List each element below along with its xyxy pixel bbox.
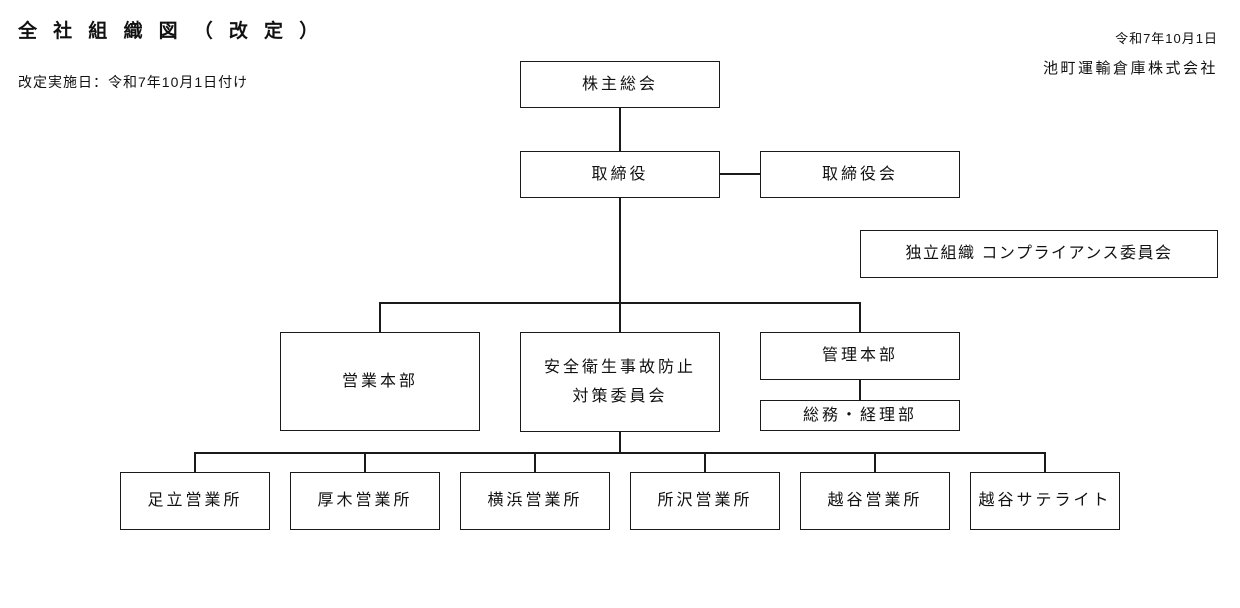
connector-to-office-1 (194, 452, 196, 472)
connector-to-office-6 (1044, 452, 1046, 472)
org-node-admin-division: 管理本部 (760, 332, 960, 380)
org-node-board-of-directors: 取締役会 (760, 151, 960, 198)
safety-committee-line1: 安全衛生事故防止 (543, 358, 696, 376)
org-node-office-tokorozawa: 所沢営業所 (630, 472, 780, 530)
connector-offices-branch (194, 452, 1046, 454)
connector-to-sales-division (379, 302, 381, 332)
org-node-directors: 取締役 (520, 151, 720, 198)
connector-to-office-2 (364, 452, 366, 472)
connector-division-branch (380, 302, 861, 304)
company-name: 池町運輸倉庫株式会社 (1042, 60, 1218, 77)
effective-date: 令和7年10月1日 (1115, 31, 1218, 46)
org-node-general-affairs-accounting: 総務・経理部 (760, 400, 960, 431)
org-node-office-koshigaya-satellite: 越谷サテライト (970, 472, 1120, 530)
connector-directors-down (619, 198, 621, 332)
safety-committee-label: 安全衛生事故防止 対策委員会 (544, 358, 696, 406)
connector-shareholders-directors (619, 108, 621, 151)
org-node-safety-committee: 安全衛生事故防止 対策委員会 (520, 332, 720, 432)
connector-admin-general-affairs (859, 380, 861, 400)
org-node-office-adachi: 足立営業所 (120, 472, 270, 530)
org-node-sales-division: 営業本部 (280, 332, 480, 431)
org-node-shareholders-meeting: 株主総会 (520, 61, 720, 108)
org-node-compliance-committee: 独立組織 コンプライアンス委員会 (860, 230, 1218, 278)
safety-committee-line2: 対策委員会 (572, 388, 668, 405)
connector-to-office-5 (874, 452, 876, 472)
connector-to-office-3 (534, 452, 536, 472)
revision-date-note: 改定実施日：令和7年10月1日付け (18, 74, 249, 90)
connector-to-office-4 (704, 452, 706, 472)
connector-directors-board (720, 173, 760, 175)
org-node-office-atsugi: 厚木営業所 (290, 472, 440, 530)
org-node-office-yokohama: 横浜営業所 (460, 472, 610, 530)
header-right-block: 令和7年10月1日 池町運輸倉庫株式会社 (1043, 28, 1218, 78)
page-title: 全社組織図（改定） (18, 21, 335, 42)
connector-safety-down (619, 432, 621, 453)
org-node-office-koshigaya: 越谷営業所 (800, 472, 950, 530)
connector-to-admin-division (859, 302, 861, 332)
